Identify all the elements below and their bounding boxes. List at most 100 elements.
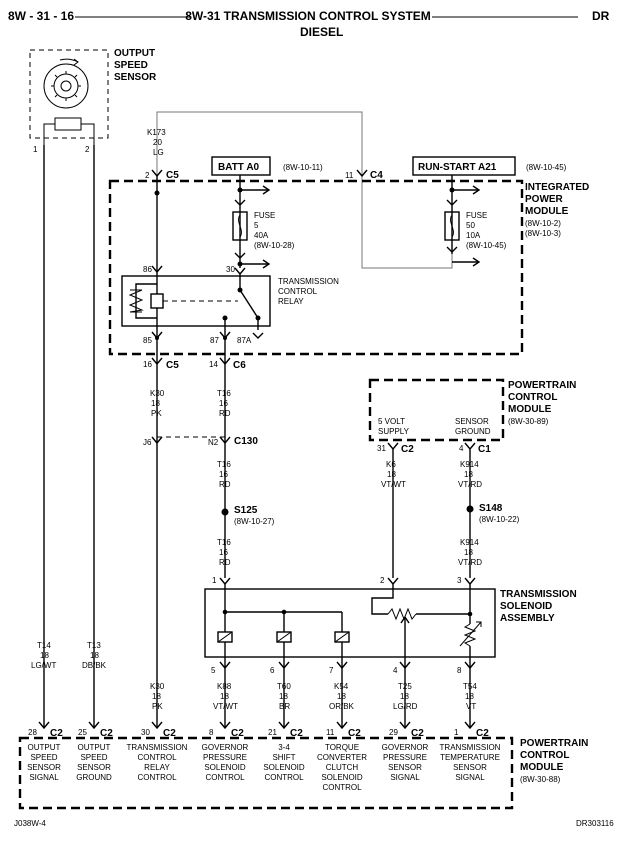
pcm-pin-11-function-line-3: CLUTCH — [326, 763, 359, 772]
pcm-upper-ref: (8W-30-89) — [508, 417, 549, 426]
splice-s148 — [466, 505, 474, 513]
fuse50-number: 50 — [466, 221, 475, 230]
fuse5-ref: (8W-10-28) — [254, 241, 295, 250]
pcm-lower-label-2: CONTROL — [520, 750, 569, 761]
ipm-dashed-box — [108, 179, 524, 356]
temp-sensor-resistor-icon — [463, 623, 477, 647]
pcm-pin-25-function-line-4: GROUND — [76, 773, 112, 782]
pcm-pin-25-chevron-icon — [88, 721, 100, 730]
k914-lower-color: VT/RD — [458, 558, 482, 567]
c6-connector: C6 — [233, 360, 246, 371]
t14-gauge: 18 — [40, 651, 49, 660]
tsa-label-2: SOLENOID — [500, 601, 552, 612]
relay-pin-87a: 87A — [237, 336, 252, 345]
footer-left-code: J038W-4 — [14, 819, 46, 828]
pcm-pin-29-function-line-3: SENSOR — [388, 763, 422, 772]
relay-label-2: CONTROL — [278, 287, 318, 296]
t16-upper-name: T16 — [217, 389, 231, 398]
pcm-pin-28-chevron-icon — [38, 721, 50, 730]
transmission-solenoid-assembly: 1 2 3 TRANSMISSION SOLENOID ASSEMBLY — [204, 576, 577, 675]
pcm-upper-label-3: MODULE — [508, 404, 552, 415]
k173-color: LG — [153, 148, 164, 157]
pcm-pin-30: 30 — [141, 728, 150, 737]
pcm-upper: POWERTRAIN CONTROL MODULE (8W-30-89) 5 V… — [368, 378, 576, 455]
pcm-pin-8-function-line-1: GOVERNOR — [202, 743, 249, 752]
relay-switch-arm — [239, 289, 259, 319]
t60-name: T60 — [277, 682, 291, 691]
rotation-arrowhead-icon — [73, 58, 79, 66]
pin87a-chevron-icon — [252, 332, 264, 339]
t14-color: LG/WT — [31, 661, 56, 670]
fuse50-label: FUSE — [466, 211, 487, 220]
pcm-upper-c2-pin: 31 — [377, 444, 386, 453]
fuse50-top-chevron-icon — [446, 199, 458, 206]
pcm-pin-11: 11 — [326, 728, 335, 737]
fuse5-element — [238, 214, 242, 238]
ipm-ref-1: (8W-10-2) — [525, 219, 561, 228]
pcm-pin-8: 8 — [209, 728, 214, 737]
shift-solenoid-mark — [276, 631, 292, 643]
page-id: 8W - 31 - 16 — [8, 9, 74, 23]
c6-pin: 14 — [209, 360, 218, 369]
pcm-pin-30-function-line-4: CONTROL — [137, 773, 177, 782]
pcm-pin-8-connector: C2 — [231, 728, 244, 739]
fuse50-rating: 10A — [466, 231, 481, 240]
t16-mid-gauge: 16 — [219, 470, 228, 479]
t16-mid-name: T16 — [217, 460, 231, 469]
fuse50-element — [450, 214, 454, 238]
pcm-pin-21: 21 — [268, 728, 277, 737]
pcm-upper-dashed-box — [368, 378, 505, 442]
pcm-pin-29-function-line-1: GOVERNOR — [382, 743, 429, 752]
c4-chevron-icon — [356, 169, 368, 178]
pcm-pin-25-function-line-1: OUTPUT — [78, 743, 111, 752]
pressure-sensor-supply — [371, 584, 394, 615]
pcm-pin-8-function-line-3: SOLENOID — [204, 763, 246, 772]
relay-pin-86: 86 — [143, 265, 152, 274]
t13-color: DB/BK — [82, 661, 107, 670]
fuse5-icon — [232, 211, 248, 241]
pcm-pin-28-function-line-3: SENSOR — [27, 763, 61, 772]
k54-gauge: 18 — [337, 692, 346, 701]
pcm-upper-c1-chevron-icon — [464, 442, 476, 451]
pcm-pin-25-function-line-3: SENSOR — [77, 763, 111, 772]
runstart-junction — [449, 187, 455, 193]
relay-pin-30: 30 — [226, 265, 235, 274]
sensor-coil — [54, 117, 82, 131]
pcm-pin-25-connector: C2 — [100, 728, 113, 739]
tsa-pin1-chevron-icon — [219, 577, 231, 586]
pcm-pin-1-connector: C2 — [476, 728, 489, 739]
pressure-sensor-wiper-icon — [400, 615, 410, 624]
c5-top-arrow-icon — [154, 190, 160, 196]
batt-junction — [237, 187, 243, 193]
sensor-gear-icon — [53, 73, 79, 99]
batt-tap-arrow-icon — [262, 185, 271, 195]
relay-pin-87: 87 — [210, 336, 219, 345]
t13-name: T13 — [87, 641, 101, 650]
tsa-box — [204, 588, 496, 658]
pcm-pin-11-function-line-5: CONTROL — [322, 783, 362, 792]
pin30-chevron-icon — [234, 267, 246, 276]
pcm-upper-label-1: POWERTRAIN — [508, 380, 576, 391]
tsa-label-1: TRANSMISSION — [500, 589, 577, 600]
fuse5-rating: 40A — [254, 231, 269, 240]
s125-ref: (8W-10-27) — [234, 517, 275, 526]
k88-gauge: 18 — [220, 692, 229, 701]
s125-label: S125 — [234, 505, 258, 516]
splice-s125 — [221, 508, 229, 516]
fuse50-ref: (8W-10-45) — [466, 241, 507, 250]
sensor-gear-teeth — [51, 71, 81, 101]
tsa-pin-5: 5 — [211, 666, 216, 675]
pcm-pin-28-function-line-1: OUTPUT — [28, 743, 61, 752]
ipm-ref-2: (8W-10-3) — [525, 229, 561, 238]
pcm-pin-29-function-line-2: PRESSURE — [383, 753, 427, 762]
k54-name: K54 — [334, 682, 349, 691]
k6-gauge: 18 — [387, 470, 396, 479]
tsa-pin-8: 8 — [457, 666, 462, 675]
tsa-label-3: ASSEMBLY — [500, 613, 555, 624]
sensor-pin-2: 2 — [85, 145, 90, 154]
ipm-label-1: INTEGRATED — [525, 182, 589, 193]
ipm-label-3: MODULE — [525, 206, 569, 217]
pcm-gnd-line1: SENSOR — [455, 417, 489, 426]
pcm-upper-c2-chevron-icon — [387, 442, 399, 451]
